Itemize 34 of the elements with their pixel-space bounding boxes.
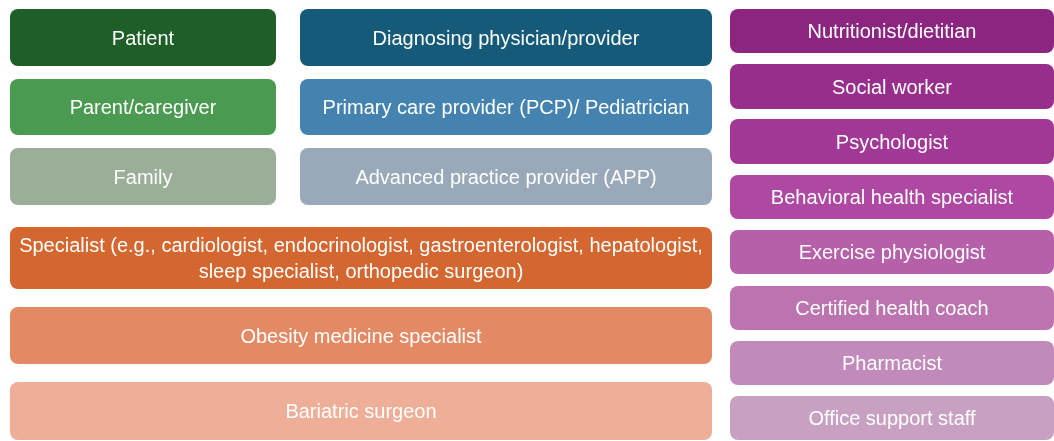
role-label: Nutritionist/dietitian <box>807 19 977 44</box>
role-label: Primary care provider (PCP)/ Pediatrician <box>322 95 690 120</box>
role-box <box>730 396 1054 440</box>
role-box <box>730 286 1054 330</box>
role-box <box>10 79 276 135</box>
role-box <box>10 382 712 440</box>
role-box <box>300 148 712 205</box>
role-label: Psychologist <box>835 129 949 155</box>
role-label: Behavioral health specialist <box>770 185 1014 210</box>
role-label: Advanced practice provider (APP) <box>355 164 657 190</box>
role-label: Obesity medicine specialist <box>240 323 482 349</box>
role-label: Patient <box>111 25 175 51</box>
role-box <box>730 230 1054 274</box>
role-label: Certified health coach <box>795 296 989 321</box>
role-box <box>300 79 712 135</box>
role-box <box>730 119 1054 164</box>
role-label: Diagnosing physician/provider <box>372 25 640 51</box>
role-box <box>10 148 276 205</box>
role-label: Bariatric surgeon <box>285 399 437 424</box>
role-box <box>730 9 1054 53</box>
role-label: Specialist (e.g., cardiologist, endocrinologist, gastroenterologist, hepatologist, sleep specialist, orthopedic surgeon) <box>18 233 704 284</box>
role-label: Parent/caregiver <box>69 95 217 120</box>
role-label: Exercise physiologist <box>798 240 986 265</box>
role-box <box>730 341 1054 385</box>
role-label: Social worker <box>831 74 952 100</box>
role-box <box>730 64 1054 109</box>
role-box <box>300 9 712 66</box>
role-box <box>10 227 712 289</box>
role-box <box>10 9 276 66</box>
role-box <box>730 175 1054 219</box>
role-label: Pharmacist <box>842 351 942 376</box>
role-box <box>10 307 712 364</box>
role-label: Family <box>113 164 173 190</box>
role-label: Office support staff <box>808 406 976 431</box>
